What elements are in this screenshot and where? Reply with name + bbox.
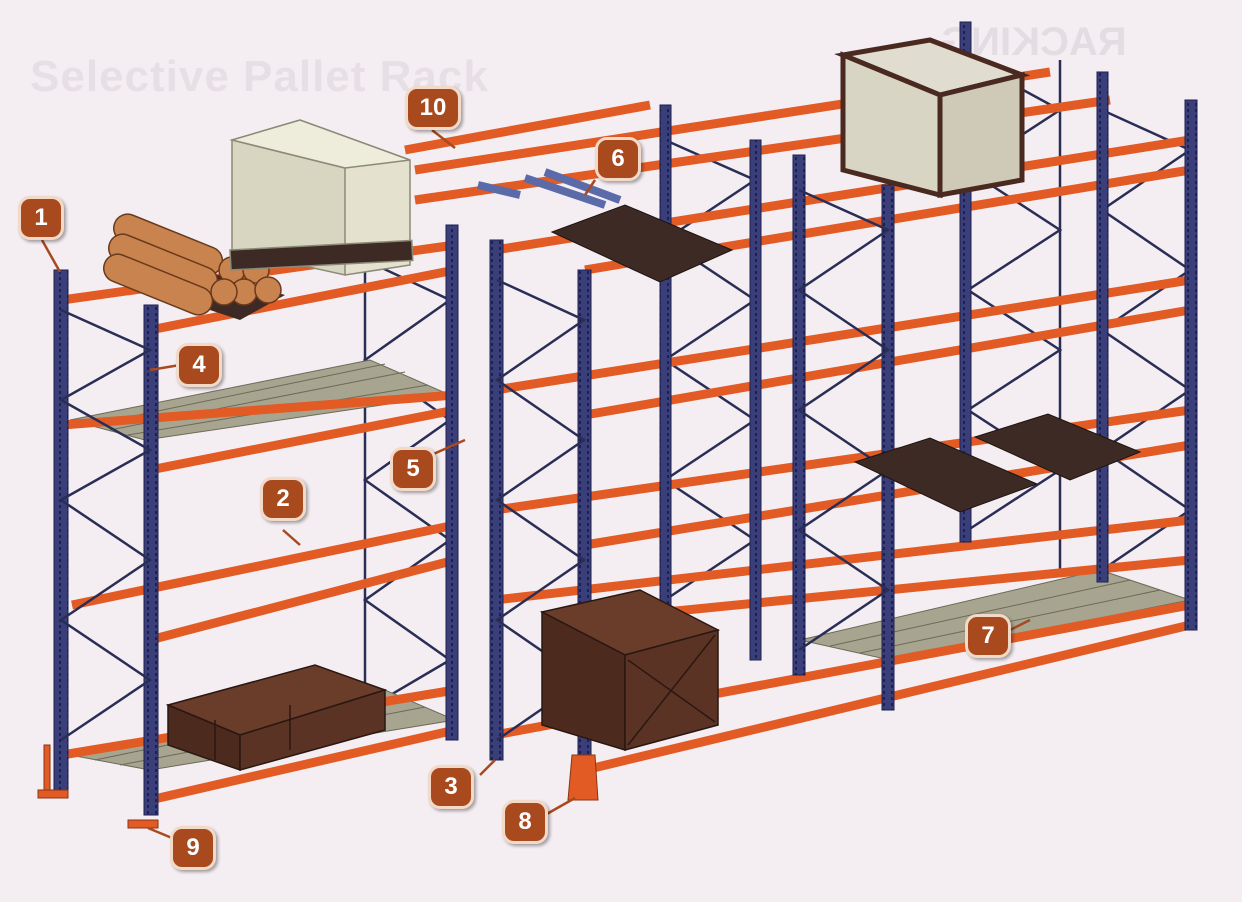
callout-8: 8 (502, 800, 548, 844)
callout-5: 5 (390, 447, 436, 491)
callout-leaders (40, 129, 1031, 840)
callout-4: 4 (176, 343, 222, 387)
row-spacers (477, 168, 622, 209)
large-box-icon (539, 589, 721, 752)
column-guard (567, 754, 599, 801)
pallet-icon (550, 204, 1142, 513)
wrapped-load-icon (229, 119, 414, 276)
box-load-icon (165, 664, 388, 772)
callout-2: 2 (260, 477, 306, 521)
callout-10: 10 (405, 86, 461, 130)
callout-1: 1 (18, 196, 64, 240)
callout-3: 3 (428, 765, 474, 809)
base-plates (37, 744, 159, 829)
pipe-bundle-icon (102, 213, 285, 320)
crate-icon (834, 37, 1031, 199)
callout-6: 6 (595, 137, 641, 181)
callout-9: 9 (170, 826, 216, 870)
callout-7: 7 (965, 614, 1011, 658)
